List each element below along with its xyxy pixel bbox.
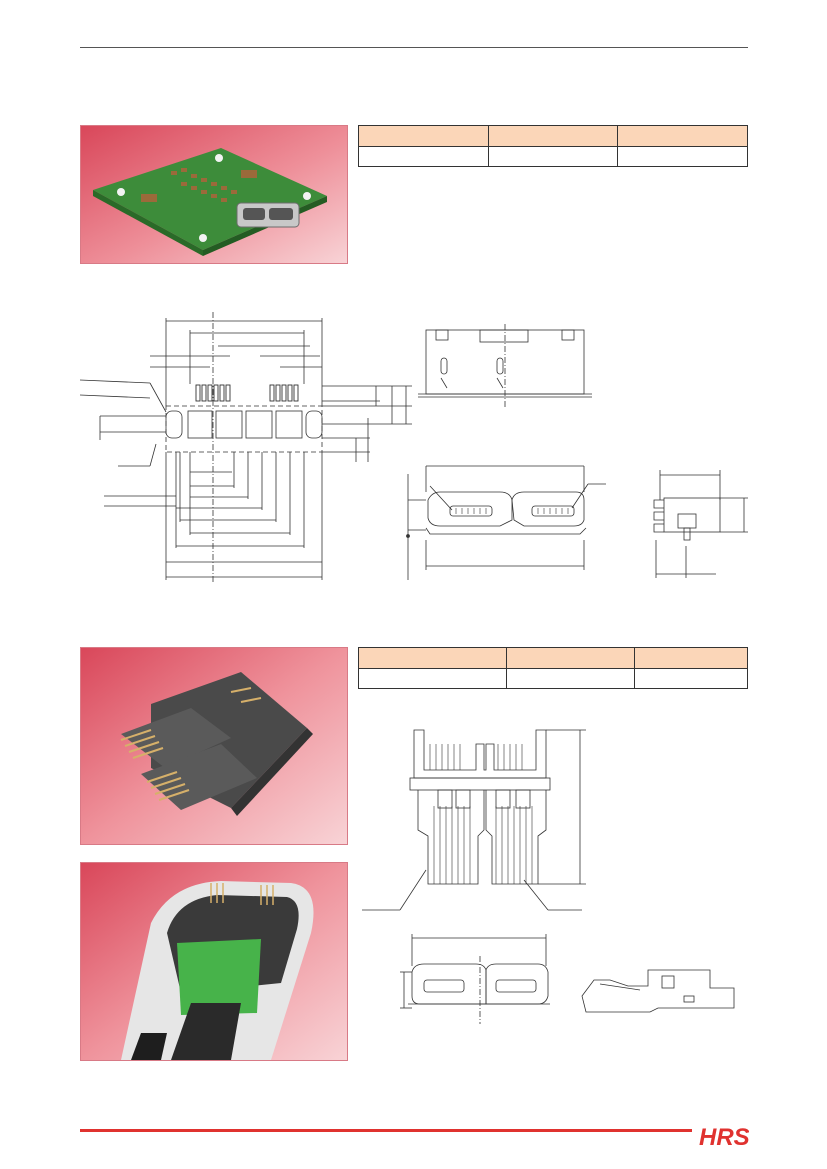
spec-table-1-header: [617, 125, 748, 147]
spec-table-1-header: [358, 125, 489, 147]
footer-rule: [80, 1129, 692, 1132]
top-view-drawing: [418, 324, 592, 408]
hrs-logo-text: HRS: [699, 1124, 749, 1150]
plug-connector-photo: [80, 647, 348, 845]
plug-side-view-drawing: [581, 969, 735, 1013]
pcb-product-photo: [80, 125, 348, 264]
spec-table-2: [358, 647, 748, 689]
header-rule: [80, 47, 748, 48]
spec-table-1-header: [487, 125, 619, 147]
spec-table-1: [358, 125, 748, 167]
spec-table-2-header: [358, 647, 507, 669]
spec-table-2-header: [634, 647, 748, 669]
pcb-footprint-drawing: [79, 312, 412, 582]
spec-table-2-header: [505, 647, 636, 669]
hrs-logo: HRS: [697, 1120, 750, 1151]
plug-front-view-drawing: [400, 934, 550, 1024]
spec-table-2-cell: [634, 668, 748, 689]
cable-assembly-photo: [80, 862, 348, 1061]
spec-table-2-cell: [505, 668, 636, 689]
plug-top-view-drawing: [362, 729, 586, 911]
side-view-drawing: [653, 470, 748, 578]
front-view-drawing: [406, 465, 606, 580]
spec-table-1-cell: [617, 146, 748, 167]
spec-table-2-cell: [358, 668, 507, 689]
